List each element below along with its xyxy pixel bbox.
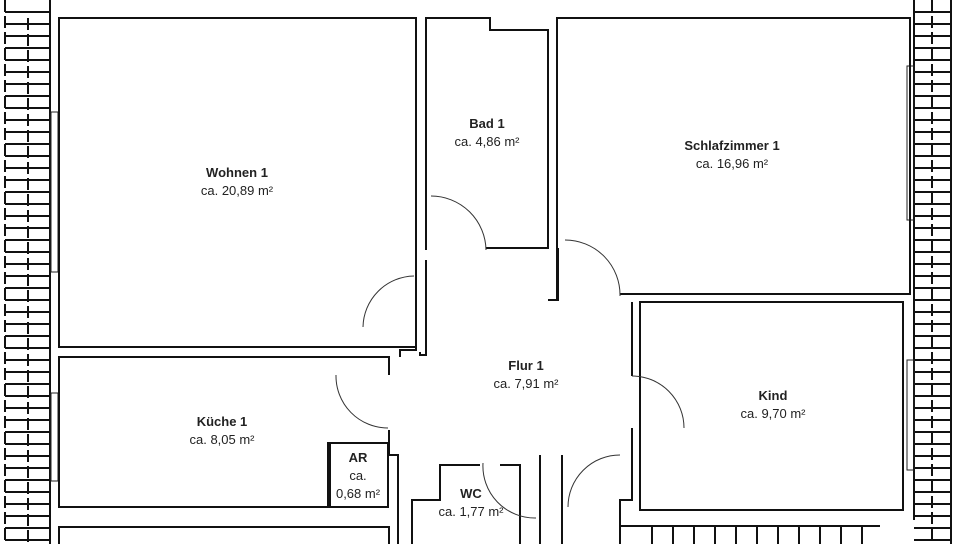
door-swings [335,195,685,519]
room-wc [411,464,480,544]
door-bottom [567,454,621,508]
room-wc-right [500,464,521,544]
room-wohnen [58,17,417,348]
room-bad [425,17,549,250]
door-wohnen [362,275,415,328]
door-bad [430,195,487,251]
door-kueche [335,374,389,429]
door-schlafzimmer [564,239,621,297]
room-kueche [58,356,390,508]
room-outlines [58,17,911,544]
door-wc [482,462,537,519]
room-schlafzimmer [556,17,911,300]
outer-walls [4,0,952,544]
door-kind [631,375,685,429]
room-ar [327,442,389,508]
